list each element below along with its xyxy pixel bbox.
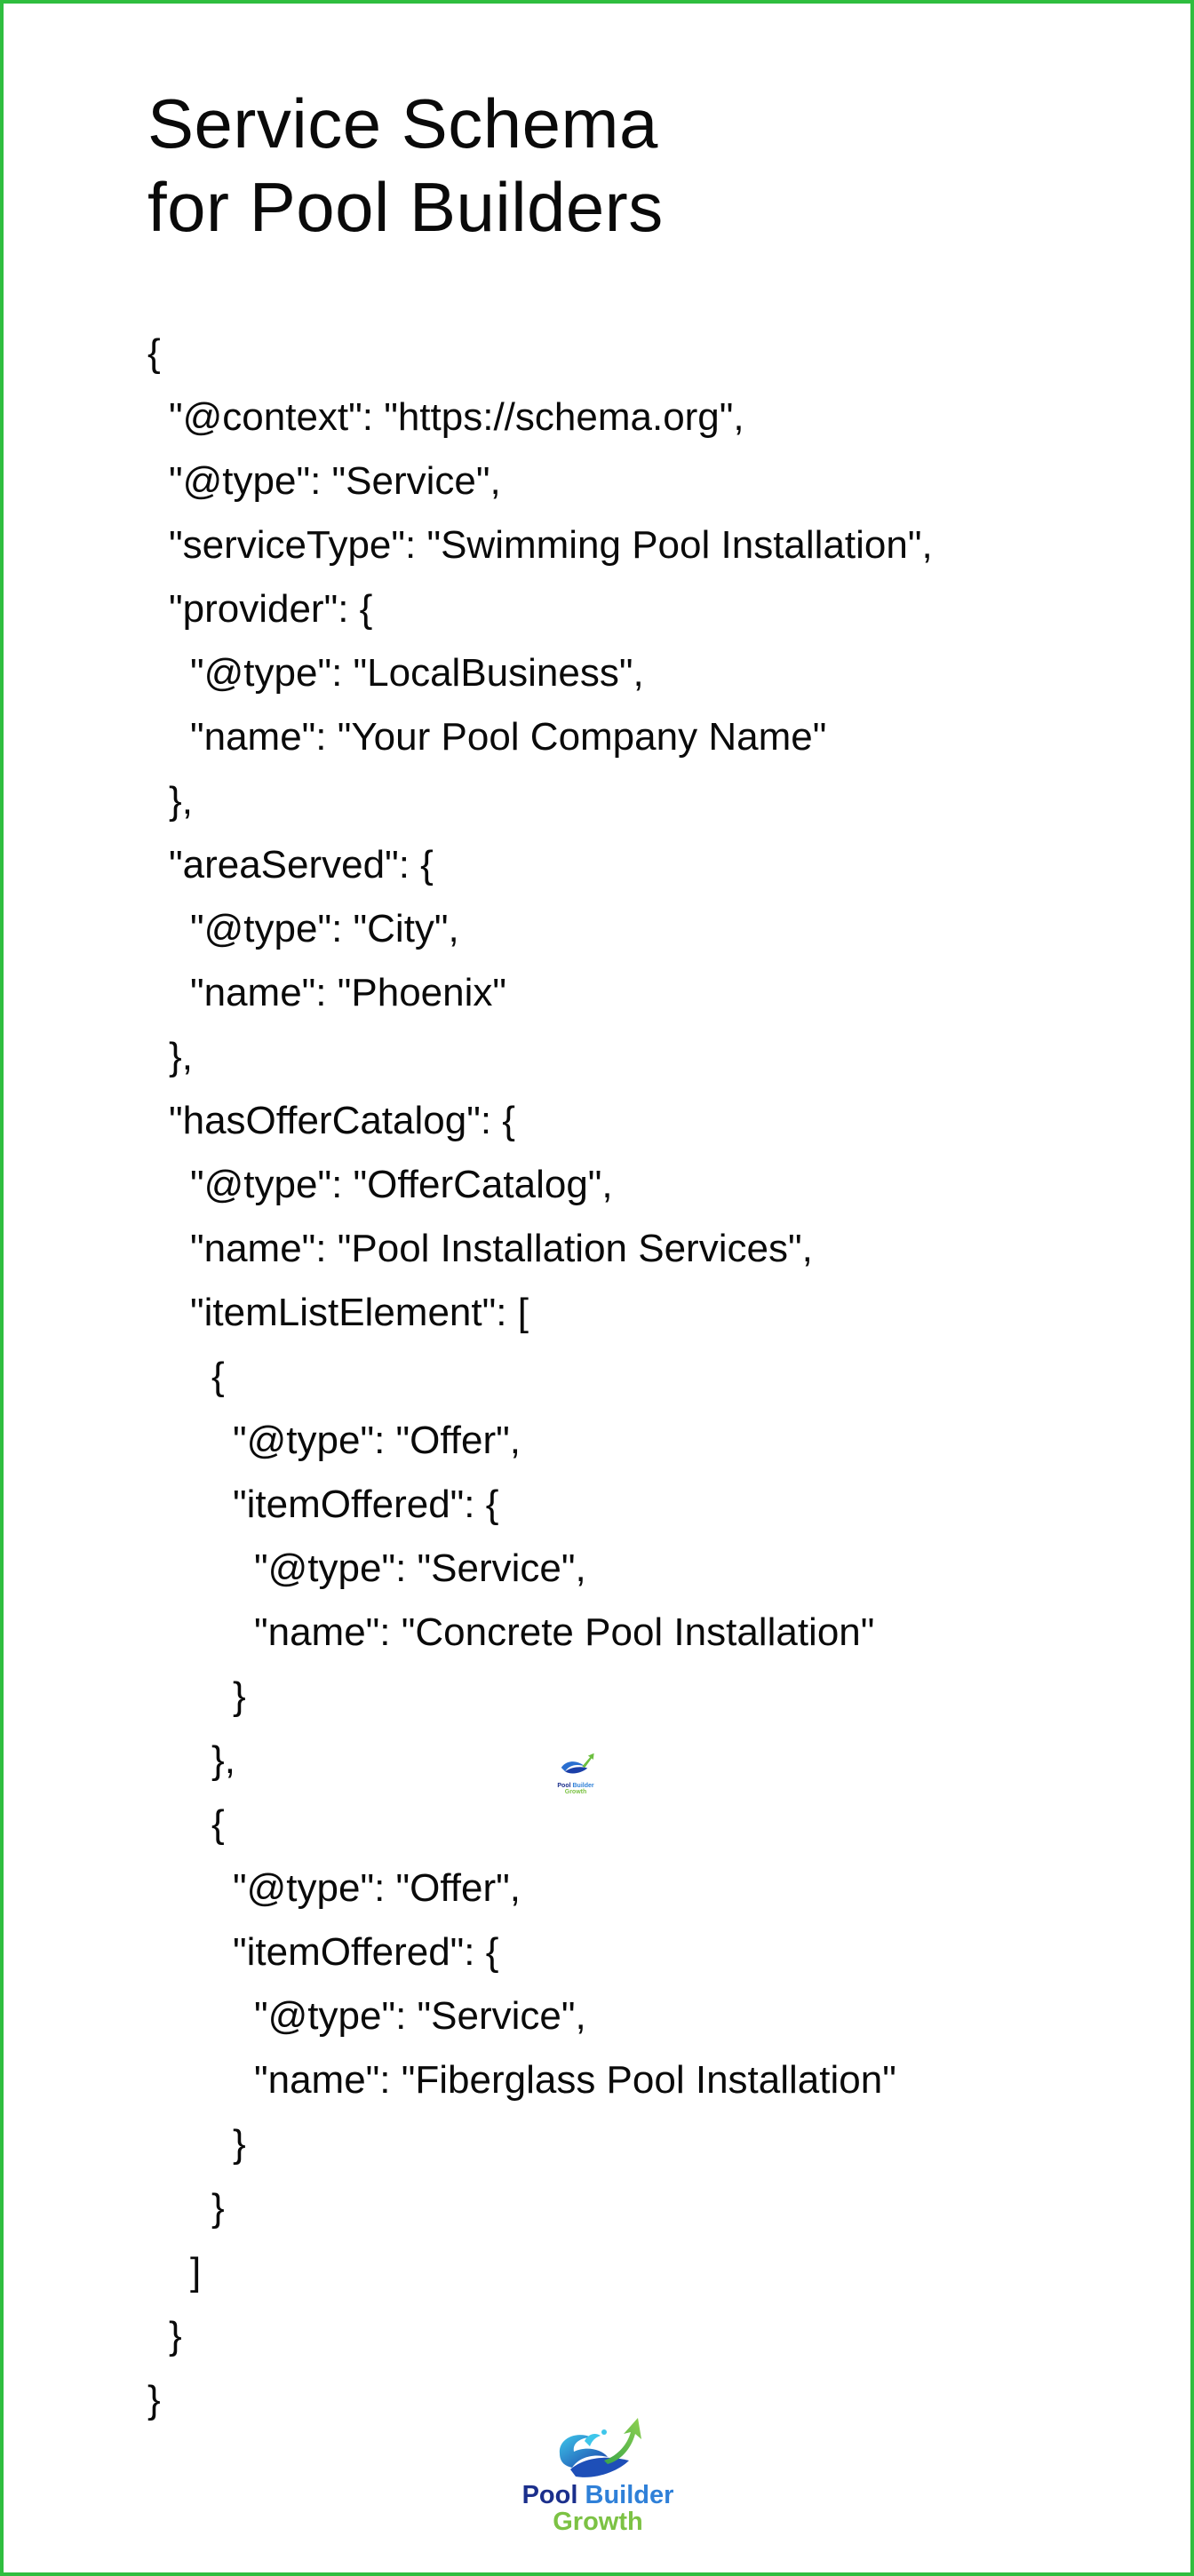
- code-line: }: [233, 1674, 246, 1718]
- code-line: "@type": "Service",: [254, 1994, 586, 2038]
- code-line: "itemOffered": {: [233, 1930, 499, 1974]
- logo-word-growth: Growth: [553, 2508, 643, 2536]
- code-line: "@type": "Service",: [169, 459, 501, 503]
- code-line: }: [169, 2314, 182, 2357]
- code-line: "name": "Phoenix": [190, 971, 506, 1014]
- code-line: "@type": "Offer",: [233, 1419, 521, 1462]
- logo-word-builder: Builder: [585, 2481, 674, 2509]
- code-line: "serviceType": "Swimming Pool Installati…: [169, 523, 933, 567]
- code-line: "hasOfferCatalog": {: [169, 1099, 515, 1142]
- code-line: "name": "Concrete Pool Installation": [254, 1610, 875, 1654]
- code-line: },: [169, 779, 193, 823]
- watermark-word-growth: Growth: [564, 1789, 587, 1795]
- wave-arrow-icon: [561, 1753, 594, 1774]
- logo-word-pool: Pool: [521, 2481, 578, 2509]
- code-line: }: [211, 2186, 225, 2230]
- code-line: },: [211, 1738, 235, 1782]
- pool-builder-growth-logo: Pool Builder Growth: [513, 2414, 682, 2537]
- code-line: "@type": "Offer",: [233, 1866, 521, 1910]
- code-line: "@type": "LocalBusiness",: [190, 651, 644, 695]
- code-line: "itemOffered": {: [233, 1483, 499, 1526]
- code-line: ]: [190, 2250, 202, 2294]
- page-title: Service Schema for Pool Builders: [147, 82, 664, 249]
- code-line: "name": "Fiberglass Pool Installation": [254, 2058, 896, 2102]
- code-line: "name": "Your Pool Company Name": [190, 715, 827, 759]
- code-line: "@context": "https://schema.org",: [169, 395, 744, 439]
- code-line: },: [169, 1035, 193, 1078]
- code-line: {: [211, 1802, 225, 1846]
- title-line-1: Service Schema: [147, 84, 658, 163]
- code-line: "@type": "OfferCatalog",: [190, 1163, 613, 1206]
- watermark-word-builder: Builder: [572, 1783, 594, 1789]
- json-ld-code-block: {"@context": "https://schema.org","@type…: [147, 322, 933, 2432]
- title-line-2: for Pool Builders: [147, 168, 664, 246]
- code-line: "@type": "Service",: [254, 1546, 586, 1590]
- code-line: {: [147, 331, 161, 375]
- wave-arrow-icon: [559, 2418, 641, 2477]
- code-line: "itemListElement": [: [190, 1291, 529, 1334]
- watermark-word-pool: Pool: [557, 1783, 571, 1789]
- code-line: }: [233, 2122, 246, 2166]
- code-line: }: [147, 2378, 161, 2421]
- code-line: "provider": {: [169, 587, 373, 631]
- code-line: "@type": "City",: [190, 907, 459, 950]
- code-line: "areaServed": {: [169, 843, 434, 886]
- code-line: "name": "Pool Installation Services",: [190, 1227, 813, 1270]
- code-line: {: [211, 1355, 225, 1398]
